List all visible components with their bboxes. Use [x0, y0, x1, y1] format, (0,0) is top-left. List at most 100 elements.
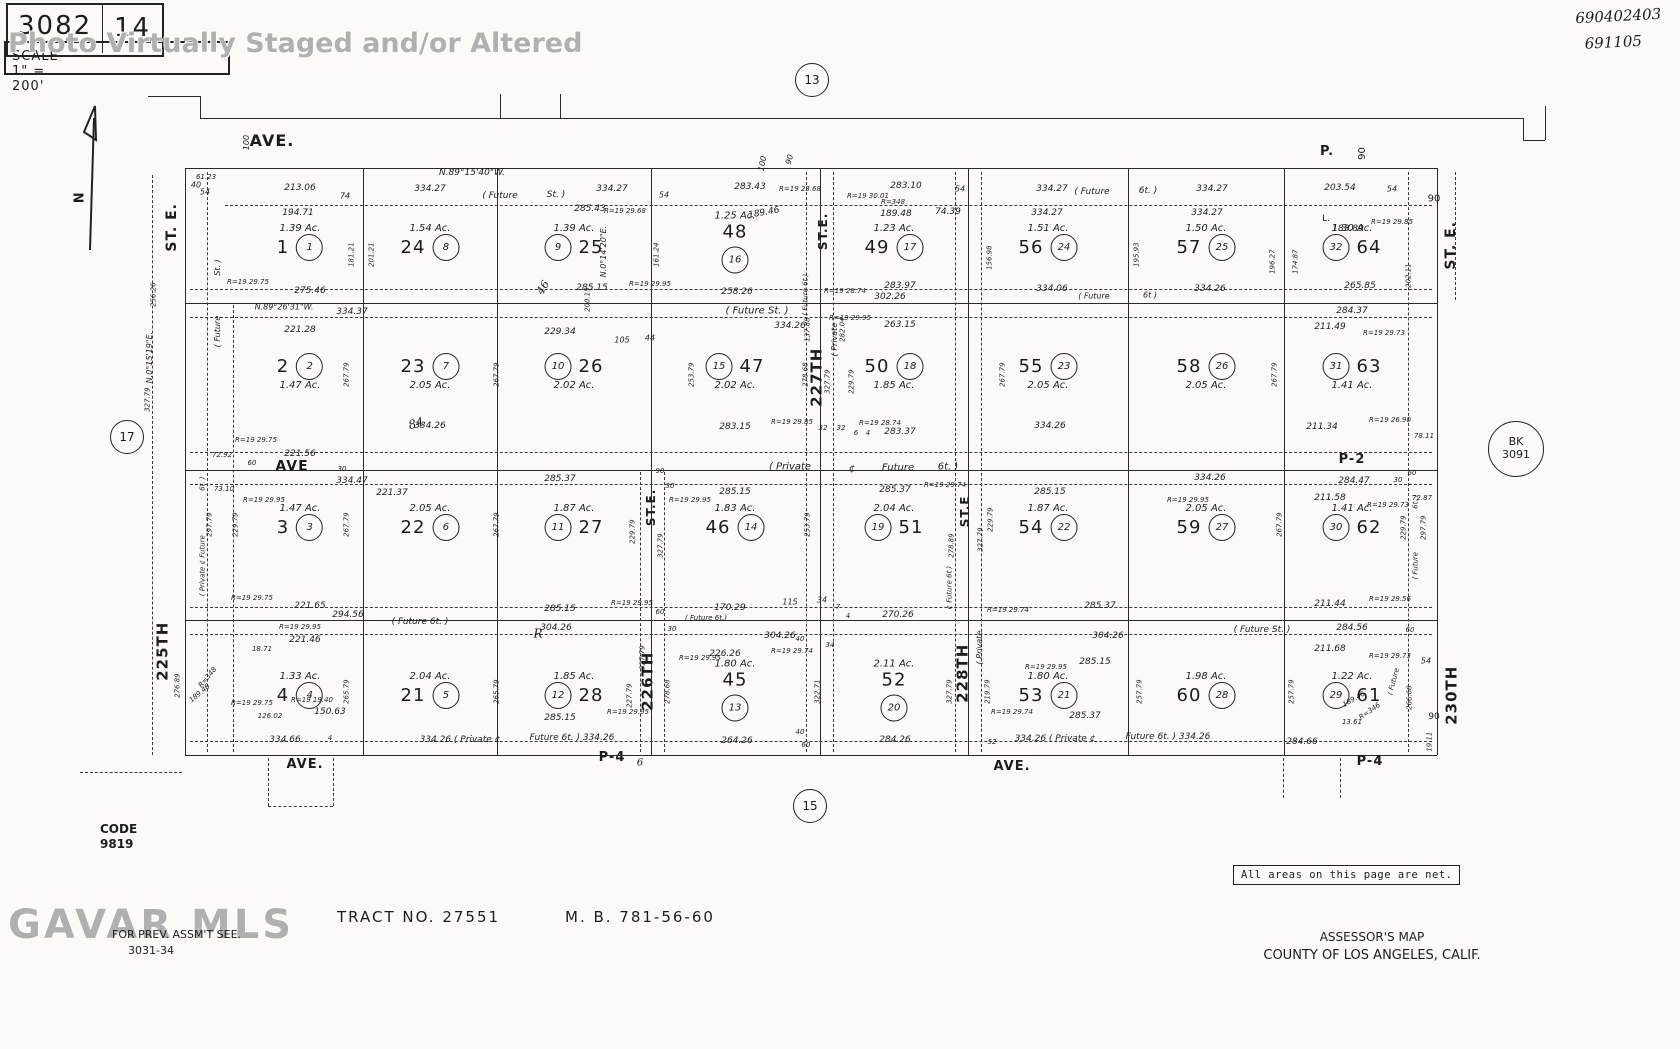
dimension-label: 334.37	[336, 307, 368, 318]
dimension-label: ( Private	[975, 630, 984, 665]
dimension-label: 334.26	[1194, 473, 1226, 484]
dimension-label: 211.58	[1314, 493, 1346, 504]
future-street-dashed-line	[640, 472, 641, 752]
future-street-dashed-line	[190, 607, 1432, 608]
assessor-circle-number: 2	[296, 353, 324, 380]
dimension-label: 284.37	[1336, 306, 1368, 317]
map-line-vertical	[820, 168, 821, 755]
dimension-label: 284.66	[1286, 737, 1318, 748]
assessor-circle-number: 5	[432, 682, 460, 709]
watermark-top: Photo Virtually Staged and/or Altered	[8, 28, 583, 59]
lot-number: 49	[864, 237, 890, 258]
dimension-label: 257.79	[1287, 679, 1296, 704]
dimension-label: 170.29	[714, 603, 746, 614]
dimension-label: 334.26	[774, 321, 806, 332]
map-line-vertical	[968, 168, 969, 755]
dimension-label: ( Future	[1411, 551, 1420, 580]
lot-number: 50	[864, 356, 890, 377]
dimension-label: 297.79	[1419, 515, 1428, 540]
map-line-horizontal	[185, 470, 1437, 471]
map-line-vertical	[497, 168, 498, 755]
dimension-label: 100	[242, 134, 251, 151]
lot-number: 48	[722, 221, 748, 243]
dimension-label: 100	[756, 155, 769, 172]
lot-number: 56	[1018, 237, 1044, 258]
dimension-label: St. )	[213, 259, 222, 276]
dimension-label: ( Future St. )	[725, 305, 789, 317]
dimension-label: 74	[339, 191, 351, 201]
dimension-label: R=19 29.73	[1363, 329, 1405, 338]
parcel-acreage: 1.85 Ac.	[873, 380, 915, 391]
lot-number: 60	[1176, 685, 1202, 706]
map-line-vertical	[500, 94, 501, 118]
assessor-circle-number: 13	[721, 694, 749, 722]
dimension-label: 61.23	[195, 173, 217, 182]
dimension-label: 189.48	[880, 209, 912, 220]
street-label: AVE	[275, 458, 309, 475]
parcel-acreage: 2.05 Ac.	[409, 380, 451, 391]
assessor-circle-number: 12	[544, 682, 572, 709]
dimension-label: 213.06	[284, 183, 316, 194]
dimension-label: 334.66	[269, 735, 301, 746]
map-line-horizontal	[200, 118, 1523, 119]
lot-number: 22	[400, 517, 426, 538]
dimension-label: 90	[1427, 193, 1441, 205]
dimension-label: 211.34	[1306, 422, 1338, 433]
lot-number: 23	[400, 356, 426, 377]
dimension-label: 7	[835, 603, 841, 612]
parcel-acreage: 1.41 Ac.	[1331, 503, 1373, 514]
lot-number: 46	[705, 517, 731, 538]
parcel-acreage: 2.11 Ac.	[873, 658, 915, 670]
future-street-dashed-line	[190, 484, 1432, 485]
dimension-label: St. )	[546, 190, 566, 201]
dimension-label: R=19 29.73	[1369, 652, 1411, 661]
dimension-label: 6t. )	[1138, 186, 1158, 197]
handwritten-reference-numbers: 690402403 691105	[1575, 2, 1663, 57]
dimension-label: R=19 28.74	[859, 419, 901, 428]
parcel-acreage: 1.33 Ac.	[279, 671, 321, 682]
dimension-label: 221.28	[284, 325, 316, 336]
assessor-circle-number: 29	[1322, 682, 1350, 709]
dimension-label: R=19 29.74	[987, 606, 1029, 615]
lot-number: 57	[1176, 237, 1202, 258]
dimension-label: 30	[667, 625, 677, 634]
dimension-label: 44	[644, 333, 656, 343]
map-line-vertical	[363, 168, 364, 755]
dimension-label: R=19 29.85	[1371, 218, 1413, 227]
future-street-dashed-line	[268, 806, 333, 807]
dimension-label: 327.79	[945, 679, 954, 704]
assessor-circle-number: 30	[1322, 514, 1350, 541]
dimension-label: 6	[853, 429, 859, 438]
dimension-label: 265.79	[342, 679, 351, 704]
parcel-acreage: 1.87 Ac.	[553, 503, 595, 514]
dimension-label: 40	[795, 728, 805, 737]
lot-number: 52	[881, 669, 907, 691]
future-street-dashed-line	[80, 772, 182, 773]
parcel-acreage: 1.87 Ac.	[1027, 503, 1069, 514]
page-ref-book: BK 3091	[1488, 421, 1544, 477]
dimension-label: R=19 29.95	[279, 623, 321, 632]
dimension-label: 90	[1357, 147, 1368, 160]
dimension-label: 18.71	[251, 645, 273, 654]
dimension-label: 253.79	[687, 362, 696, 387]
future-street-dashed-line	[225, 205, 1432, 206]
dimension-label: 211.44	[1314, 599, 1346, 610]
code-label: CODE	[100, 822, 138, 836]
parcel-acreage: 1.80 Ac.	[714, 658, 756, 670]
assessor-circle-number: 15	[705, 353, 733, 380]
map-line-vertical	[651, 168, 652, 755]
dimension-label: 4	[327, 734, 333, 743]
parcel-acreage: 1.50 Ac.	[1185, 223, 1227, 234]
dimension-label: 40	[795, 635, 805, 644]
future-street-dashed-line	[190, 741, 1432, 742]
assessor-circle-number: 23	[1050, 353, 1078, 380]
dimension-label: R=19 29.74	[771, 647, 813, 656]
